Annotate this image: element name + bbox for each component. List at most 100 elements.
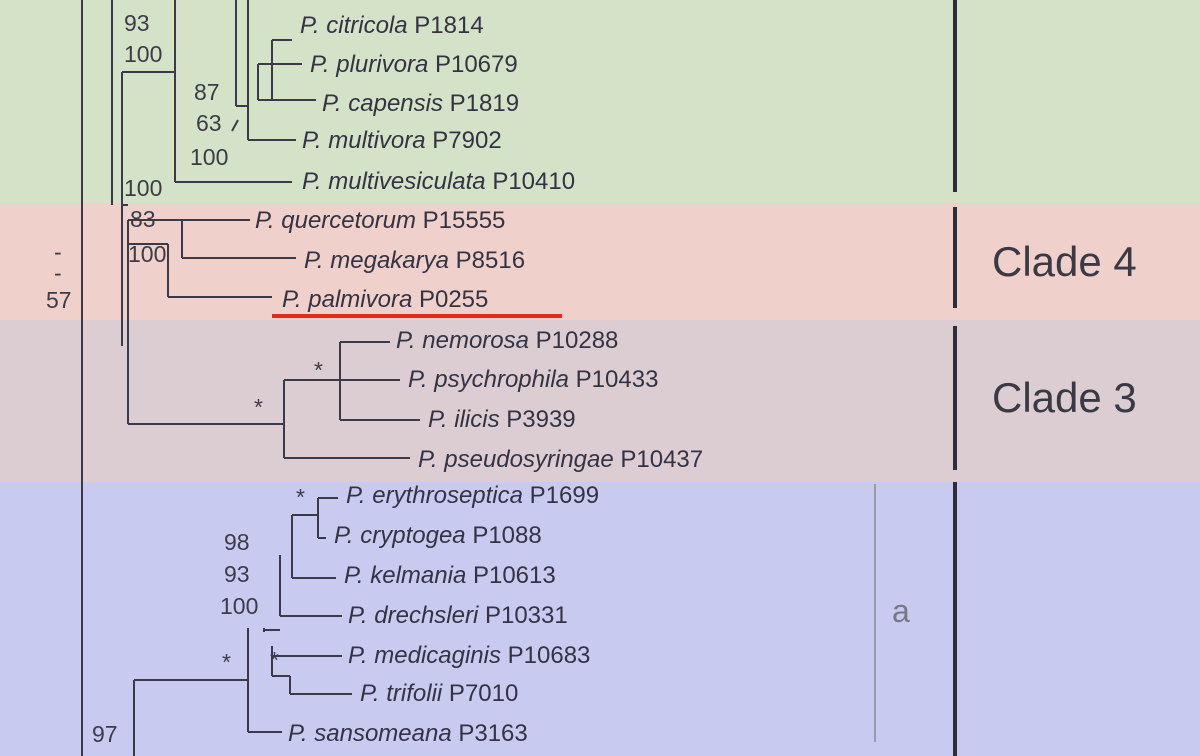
taxon-label-psychrophila: P. psychrophila P10433 [408,366,658,393]
taxon-species: ilicis [454,406,499,433]
taxon-strain: P10433 [569,366,658,393]
green-clade-band [0,0,1200,203]
subclade-label-sub_a: a [892,593,910,629]
support-s87: 87 [194,79,220,105]
taxon-species: capensis [348,90,443,117]
taxon-genus: P. [302,127,328,154]
support-s93b: 93 [224,561,250,587]
taxon-strain: P10288 [529,327,618,354]
blue-clade-band [0,482,1200,756]
taxon-strain: P1699 [523,482,599,509]
support-s63: 63 [196,110,222,136]
taxon-genus: P. [396,327,422,354]
clade-label-clade4: Clade 4 [992,238,1137,285]
support-sdash1: - [54,239,62,265]
taxon-label-ilicis: P. ilicis P3939 [428,406,576,433]
support-s98: 98 [224,529,250,555]
support-s93: 93 [124,10,150,36]
taxon-genus: P. [255,207,281,234]
support-s100d: 100 [128,241,166,267]
taxon-species: sansomeana [314,720,451,747]
support-sdash2: - [54,260,62,286]
taxon-strain: P7902 [426,127,502,154]
taxon-label-multivora: P. multivora P7902 [302,127,502,154]
taxon-species: megakarya [330,247,449,274]
taxon-label-megakarya: P. megakarya P8516 [304,247,525,274]
taxon-label-pseudosyringae: P. pseudosyringae P10437 [418,446,703,473]
taxon-strain: P3163 [452,720,528,747]
taxon-species: plurivora [335,51,428,78]
support-s97: 97 [92,721,118,747]
taxon-strain: P0255 [412,286,488,313]
taxon-label-quercetorum: P. quercetorum P15555 [255,207,505,234]
support-s57: 57 [46,287,72,313]
taxon-species: medicaginis [374,642,501,669]
taxon-label-multivesiculata: P. multivesiculata P10410 [302,168,575,195]
taxon-strain: P10679 [428,51,517,78]
taxon-genus: P. [334,522,360,549]
taxon-genus: P. [346,482,372,509]
taxon-genus: P. [282,286,308,313]
taxon-species: cryptogea [360,522,465,549]
taxon-label-sansomeana: P. sansomeana P3163 [288,720,528,747]
clade-brackets [874,0,957,756]
support-sstar3: * [296,484,305,510]
taxon-species: erythroseptica [372,482,523,509]
taxon-strain: P10437 [614,446,703,473]
support-s100b: 100 [190,144,228,170]
taxon-species: multivesiculata [328,168,485,195]
taxon-strain: P10613 [466,562,555,589]
taxon-label-trifolii: P. trifolii P7010 [360,680,518,707]
taxon-label-plurivora: P. plurivora P10679 [310,51,518,78]
taxon-genus: P. [348,602,374,629]
taxon-label-kelmania: P. kelmania P10613 [344,562,556,589]
taxon-genus: P. [302,168,328,195]
taxon-strain: P8516 [449,247,525,274]
taxon-species: psychrophila [433,366,569,393]
taxon-strain: P10410 [486,168,575,195]
taxon-strain: P1814 [408,12,484,39]
support-sstar5: * [270,647,279,673]
taxon-genus: P. [300,12,326,39]
taxon-genus: P. [360,680,386,707]
taxon-label-nemorosa: P. nemorosa P10288 [396,327,618,354]
clade4-band [0,203,1200,320]
taxon-label-drechsleri: P. drechsleri P10331 [348,602,568,629]
taxon-genus: P. [288,720,314,747]
clade-label-clade3: Clade 3 [992,374,1137,421]
taxon-label-erythroseptica: P. erythroseptica P1699 [346,482,599,509]
taxon-species: multivora [328,127,425,154]
taxon-genus: P. [304,247,330,274]
taxon-species: quercetorum [281,207,416,234]
support-sstar2: * [254,394,263,420]
support-s100c: 100 [124,175,162,201]
taxon-label-cryptogea: P. cryptogea P1088 [334,522,542,549]
branches [81,0,420,756]
taxon-label-citricola: P. citricola P1814 [300,12,484,39]
taxon-genus: P. [418,446,444,473]
taxon-species: trifolii [386,680,443,707]
taxon-species: pseudosyringae [443,446,613,473]
taxon-strain: P15555 [416,207,505,234]
taxon-strain: P3939 [500,406,576,433]
taxon-label-palmivora: P. palmivora P0255 [282,286,488,313]
support-s100e: 100 [220,593,258,619]
taxon-genus: P. [322,90,348,117]
taxon-genus: P. [344,562,370,589]
taxon-label-capensis: P. capensis P1819 [322,90,519,117]
taxon-strain: P7010 [442,680,518,707]
support-slash [231,119,239,132]
support-sstar1: * [314,357,323,383]
taxon-label-medicaginis: P. medicaginis P10683 [348,642,590,669]
taxon-species: drechsleri [374,602,479,629]
taxon-strain: P10331 [478,602,567,629]
taxon-genus: P. [408,366,434,393]
support-s100a: 100 [124,41,162,67]
taxon-strain: P1088 [466,522,542,549]
taxon-strain: P10683 [501,642,590,669]
clade-labels: Clade 4 Clade 3 a [892,238,1137,629]
